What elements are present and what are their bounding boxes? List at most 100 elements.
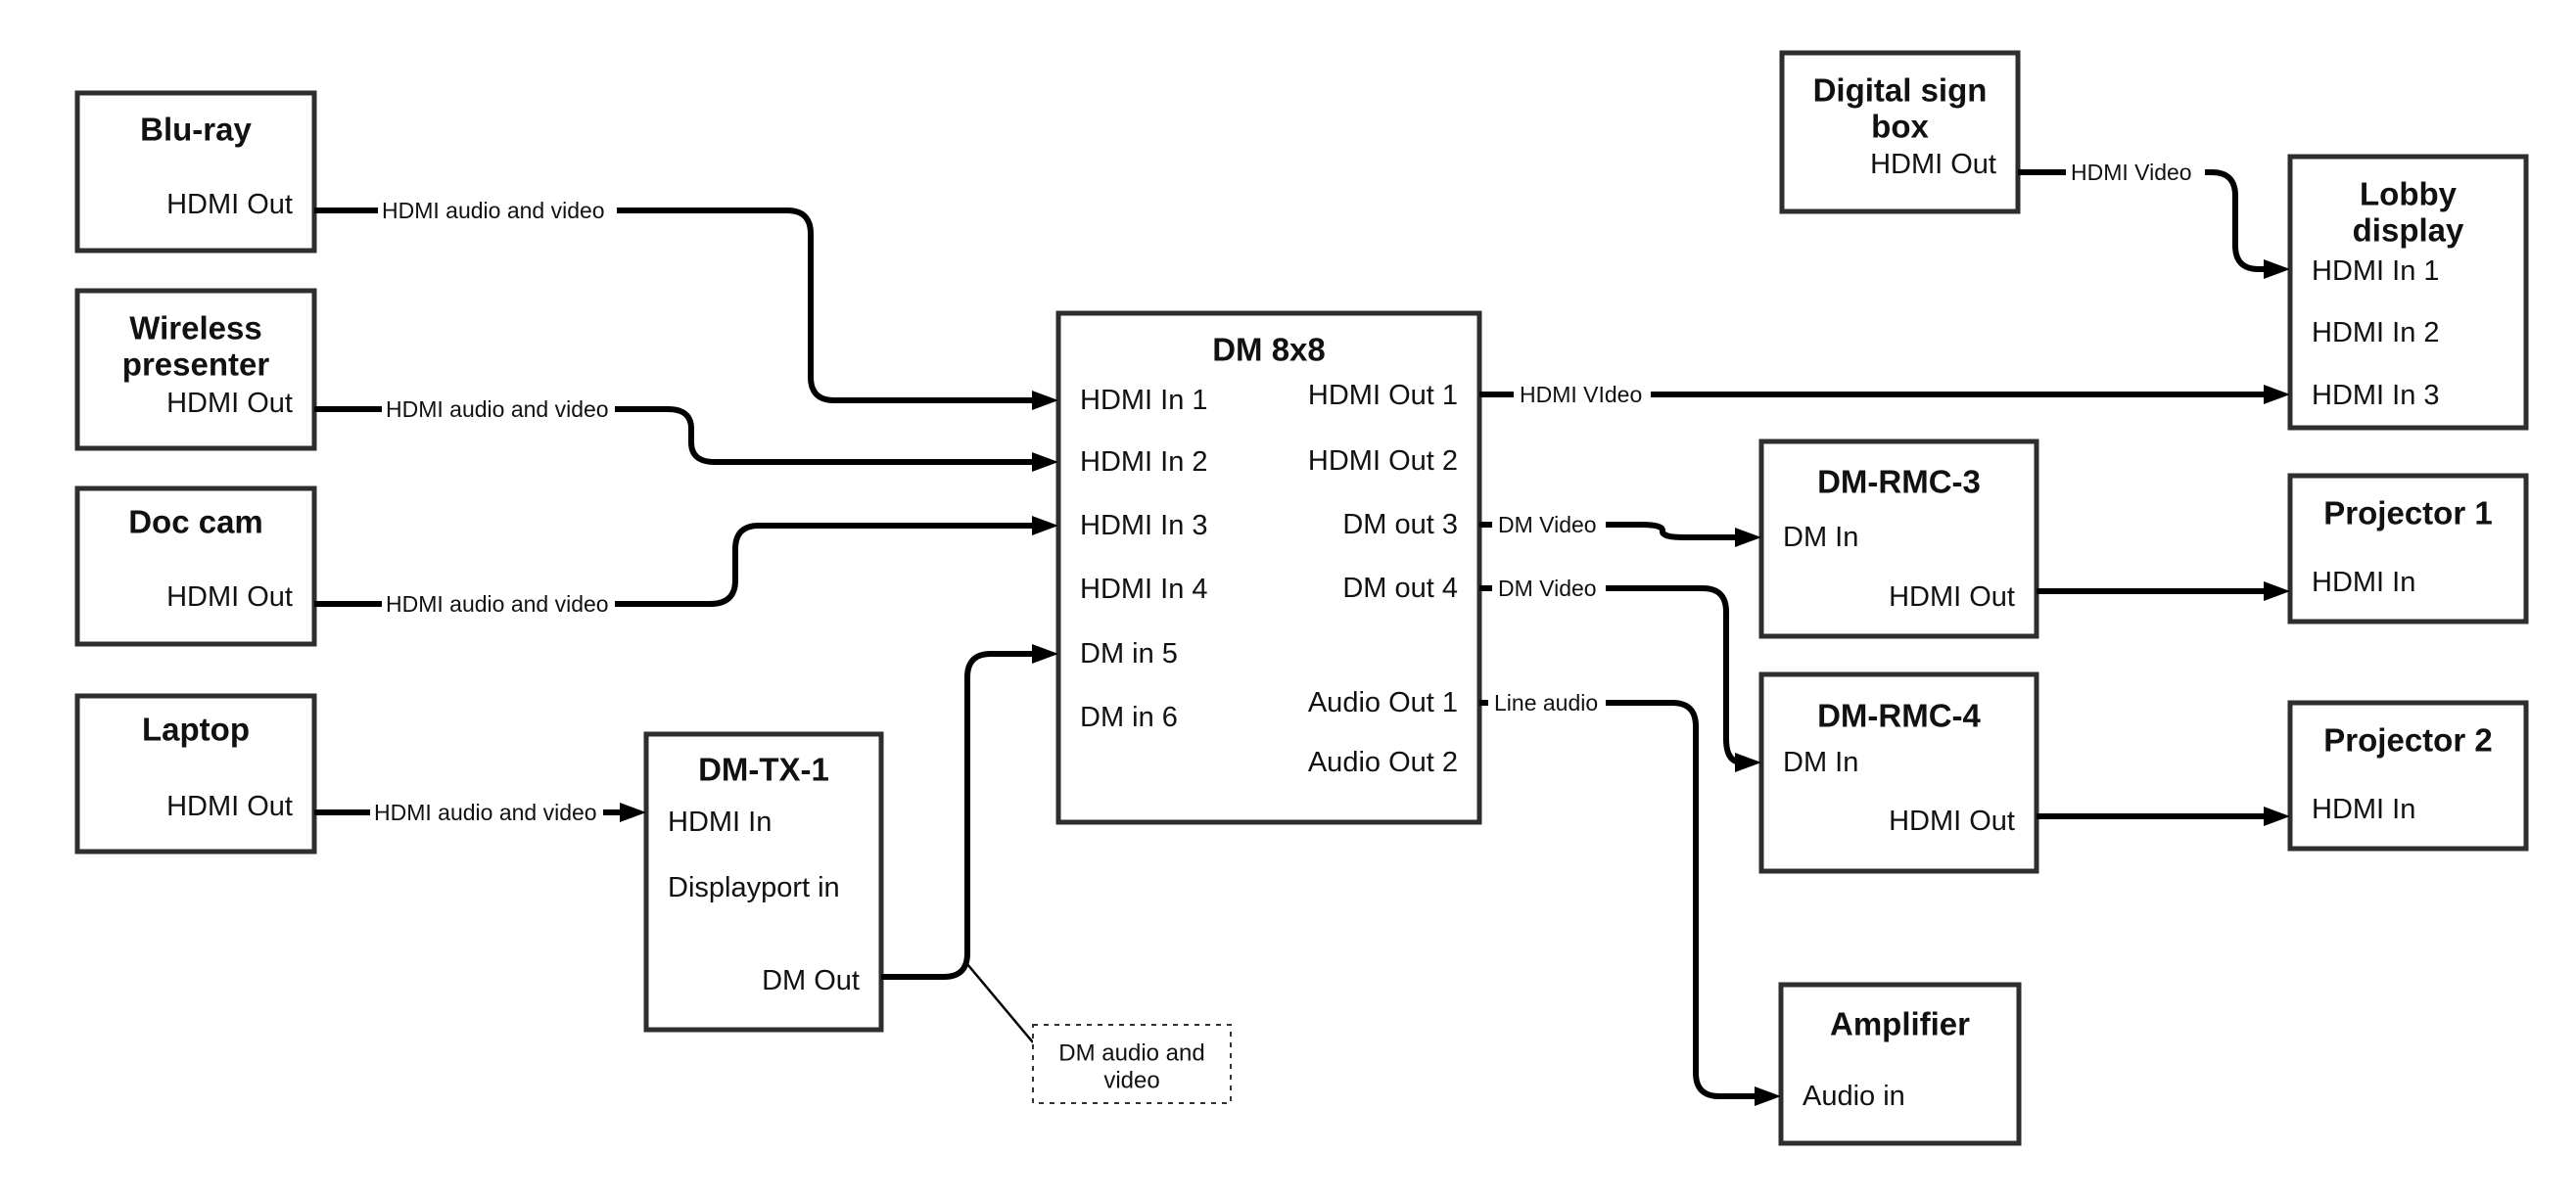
dm-rmc-4-port-label: DM In [1783, 747, 1858, 778]
dm-tx-1-to-dm-in-5-arrow-icon [1032, 644, 1058, 664]
node-dm-rmc-4: DM-RMC-4 DM In HDMI Out [1758, 671, 2039, 874]
dm-rmc-4-box [1758, 671, 2039, 874]
projector-2-title: Projector 2 [2323, 722, 2492, 759]
dm-tx-1-title: DM-TX-1 [698, 752, 829, 788]
dm-8x8-port-label: Audio Out 1 [1308, 687, 1458, 718]
bluray-to-hdmi-in-1-line [617, 208, 1037, 403]
projector-1-port-label: HDMI In [2312, 567, 2415, 598]
audio-out-1-to-amplifier-line [1606, 700, 1759, 1099]
bluray-box [74, 90, 317, 254]
doc-cam-port-label: HDMI Out [166, 581, 293, 613]
dm-audio-and-video-note-leader-line [966, 963, 1034, 1043]
audio-out-1-to-amplifier-arrow-icon [1755, 1086, 1781, 1106]
dm-audio-and-video-note-text: video [1103, 1068, 1159, 1094]
wireless-presenter-box [74, 288, 317, 451]
amplifier-title: Amplifier [1830, 1006, 1970, 1042]
wire-hdmi-out-1-to-lobby-in-3: HDMI VIdeo [1479, 382, 2290, 407]
amplifier-port-label: Audio in [1803, 1081, 1905, 1112]
dm-audio-and-video-note-box [1032, 1024, 1232, 1104]
wire-dm-rmc-3-to-projector-1 [2037, 581, 2290, 601]
dm-out-4-to-dm-rmc-4-label: DM Video [1498, 576, 1597, 601]
wireless-to-hdmi-in-2-arrow-icon [1032, 452, 1058, 472]
wireless-to-hdmi-in-2-line [615, 406, 1037, 465]
doc-cam-title: Doc cam [128, 504, 263, 540]
wire-audio-out-1-to-amplifier: Line audio [1479, 690, 1781, 1106]
dm-8x8-port-label: Audio Out 2 [1308, 747, 1458, 778]
laptop-port-label: HDMI Out [166, 791, 293, 822]
lobby-display-title: Lobby [2360, 176, 2458, 212]
doc-cam-box [74, 485, 317, 647]
dm-8x8-port-label: HDMI Out 2 [1308, 445, 1458, 477]
node-projector-1: Projector 1 HDMI In [2287, 473, 2529, 624]
wire-bluray-to-hdmi-in-1: HDMI audio and video [314, 198, 1058, 410]
amplifier-box [1778, 982, 2022, 1146]
wire-dm-out-4-to-dm-rmc-4: DM Video [1479, 576, 1761, 772]
digital-sign-box-port-label: HDMI Out [1870, 149, 1996, 180]
lobby-display-box [2287, 154, 2529, 431]
dm-rmc-3-title: DM-RMC-3 [1817, 464, 1981, 500]
dm-rmc-4-title: DM-RMC-4 [1817, 698, 1981, 734]
dm-8x8-port-label: DM out 3 [1342, 509, 1458, 540]
doccam-to-hdmi-in-3-arrow-icon [1032, 516, 1058, 535]
wireless-presenter-title: Wireless [129, 310, 261, 346]
digital-sign-to-lobby-in-1-line [2205, 169, 2269, 272]
dm-tx-1-port-label: HDMI In [668, 807, 772, 838]
laptop-box [74, 693, 317, 855]
lobby-display-title: display [2353, 212, 2464, 249]
laptop-to-dm-tx-1-label: HDMI audio and video [374, 800, 597, 825]
digital-sign-box-box [1779, 50, 2021, 214]
node-dm-rmc-3: DM-RMC-3 DM In HDMI Out [1758, 439, 2039, 639]
wire-dm-rmc-4-to-projector-2 [2037, 807, 2290, 826]
projector-1-title: Projector 1 [2323, 495, 2492, 531]
projector-2-box [2287, 700, 2529, 852]
dm-out-3-to-dm-rmc-3-arrow-icon [1735, 528, 1761, 547]
dm-8x8-title: DM 8x8 [1212, 332, 1326, 368]
projector-1-box [2287, 473, 2529, 624]
lobby-display-port-label: HDMI In 3 [2312, 380, 2440, 411]
wire-dm-out-3-to-dm-rmc-3: DM Video [1479, 512, 1761, 547]
bluray-to-hdmi-in-1-arrow-icon [1032, 391, 1058, 410]
laptop-to-dm-tx-1-arrow-icon [620, 803, 646, 822]
dm-8x8-port-label: DM out 4 [1342, 573, 1458, 604]
wireless-presenter-port-label: HDMI Out [166, 388, 293, 419]
wire-laptop-to-dm-tx-1: HDMI audio and video [314, 800, 646, 825]
dm-out-3-to-dm-rmc-3-line [1606, 522, 1740, 540]
wireless-to-hdmi-in-2-label: HDMI audio and video [386, 396, 609, 422]
wire-doccam-to-hdmi-in-3: HDMI audio and video [314, 516, 1058, 617]
dm-rmc-3-port-label: DM In [1783, 522, 1858, 553]
bluray-to-hdmi-in-1-label: HDMI audio and video [382, 198, 605, 223]
dm-8x8-port-label: HDMI In 4 [1080, 574, 1208, 605]
wire-dm-tx-1-to-dm-in-5 [881, 644, 1058, 980]
dm-8x8-box [1055, 310, 1482, 825]
digital-sign-to-lobby-in-1-label: HDMI Video [2071, 160, 2192, 185]
digital-sign-to-lobby-in-1-arrow-icon [2264, 259, 2290, 279]
node-projector-2: Projector 2 HDMI In [2287, 700, 2529, 852]
dm-tx-1-to-dm-in-5-line [881, 651, 1037, 980]
dm-out-4-to-dm-rmc-4-line [1606, 585, 1743, 765]
wireless-presenter-title: presenter [122, 346, 270, 383]
digital-sign-box-title: Digital sign [1813, 72, 1988, 109]
dm-rmc-3-port-label: HDMI Out [1889, 581, 2015, 613]
doccam-to-hdmi-in-3-line [615, 523, 1037, 607]
dm-rmc-4-port-label: HDMI Out [1889, 806, 2015, 837]
dm-tx-1-port-label: Displayport in [668, 872, 840, 903]
dm-audio-and-video-note-text: DM audio and [1058, 1040, 1204, 1067]
dm-rmc-3-to-projector-1-arrow-icon [2264, 581, 2290, 601]
audio-out-1-to-amplifier-label: Line audio [1494, 690, 1598, 716]
doccam-to-hdmi-in-3-label: HDMI audio and video [386, 591, 609, 617]
projector-2-port-label: HDMI In [2312, 794, 2415, 825]
laptop-title: Laptop [142, 712, 250, 748]
dm-8x8-port-label: DM in 5 [1080, 638, 1178, 670]
digital-sign-box-title: box [1871, 109, 1929, 145]
